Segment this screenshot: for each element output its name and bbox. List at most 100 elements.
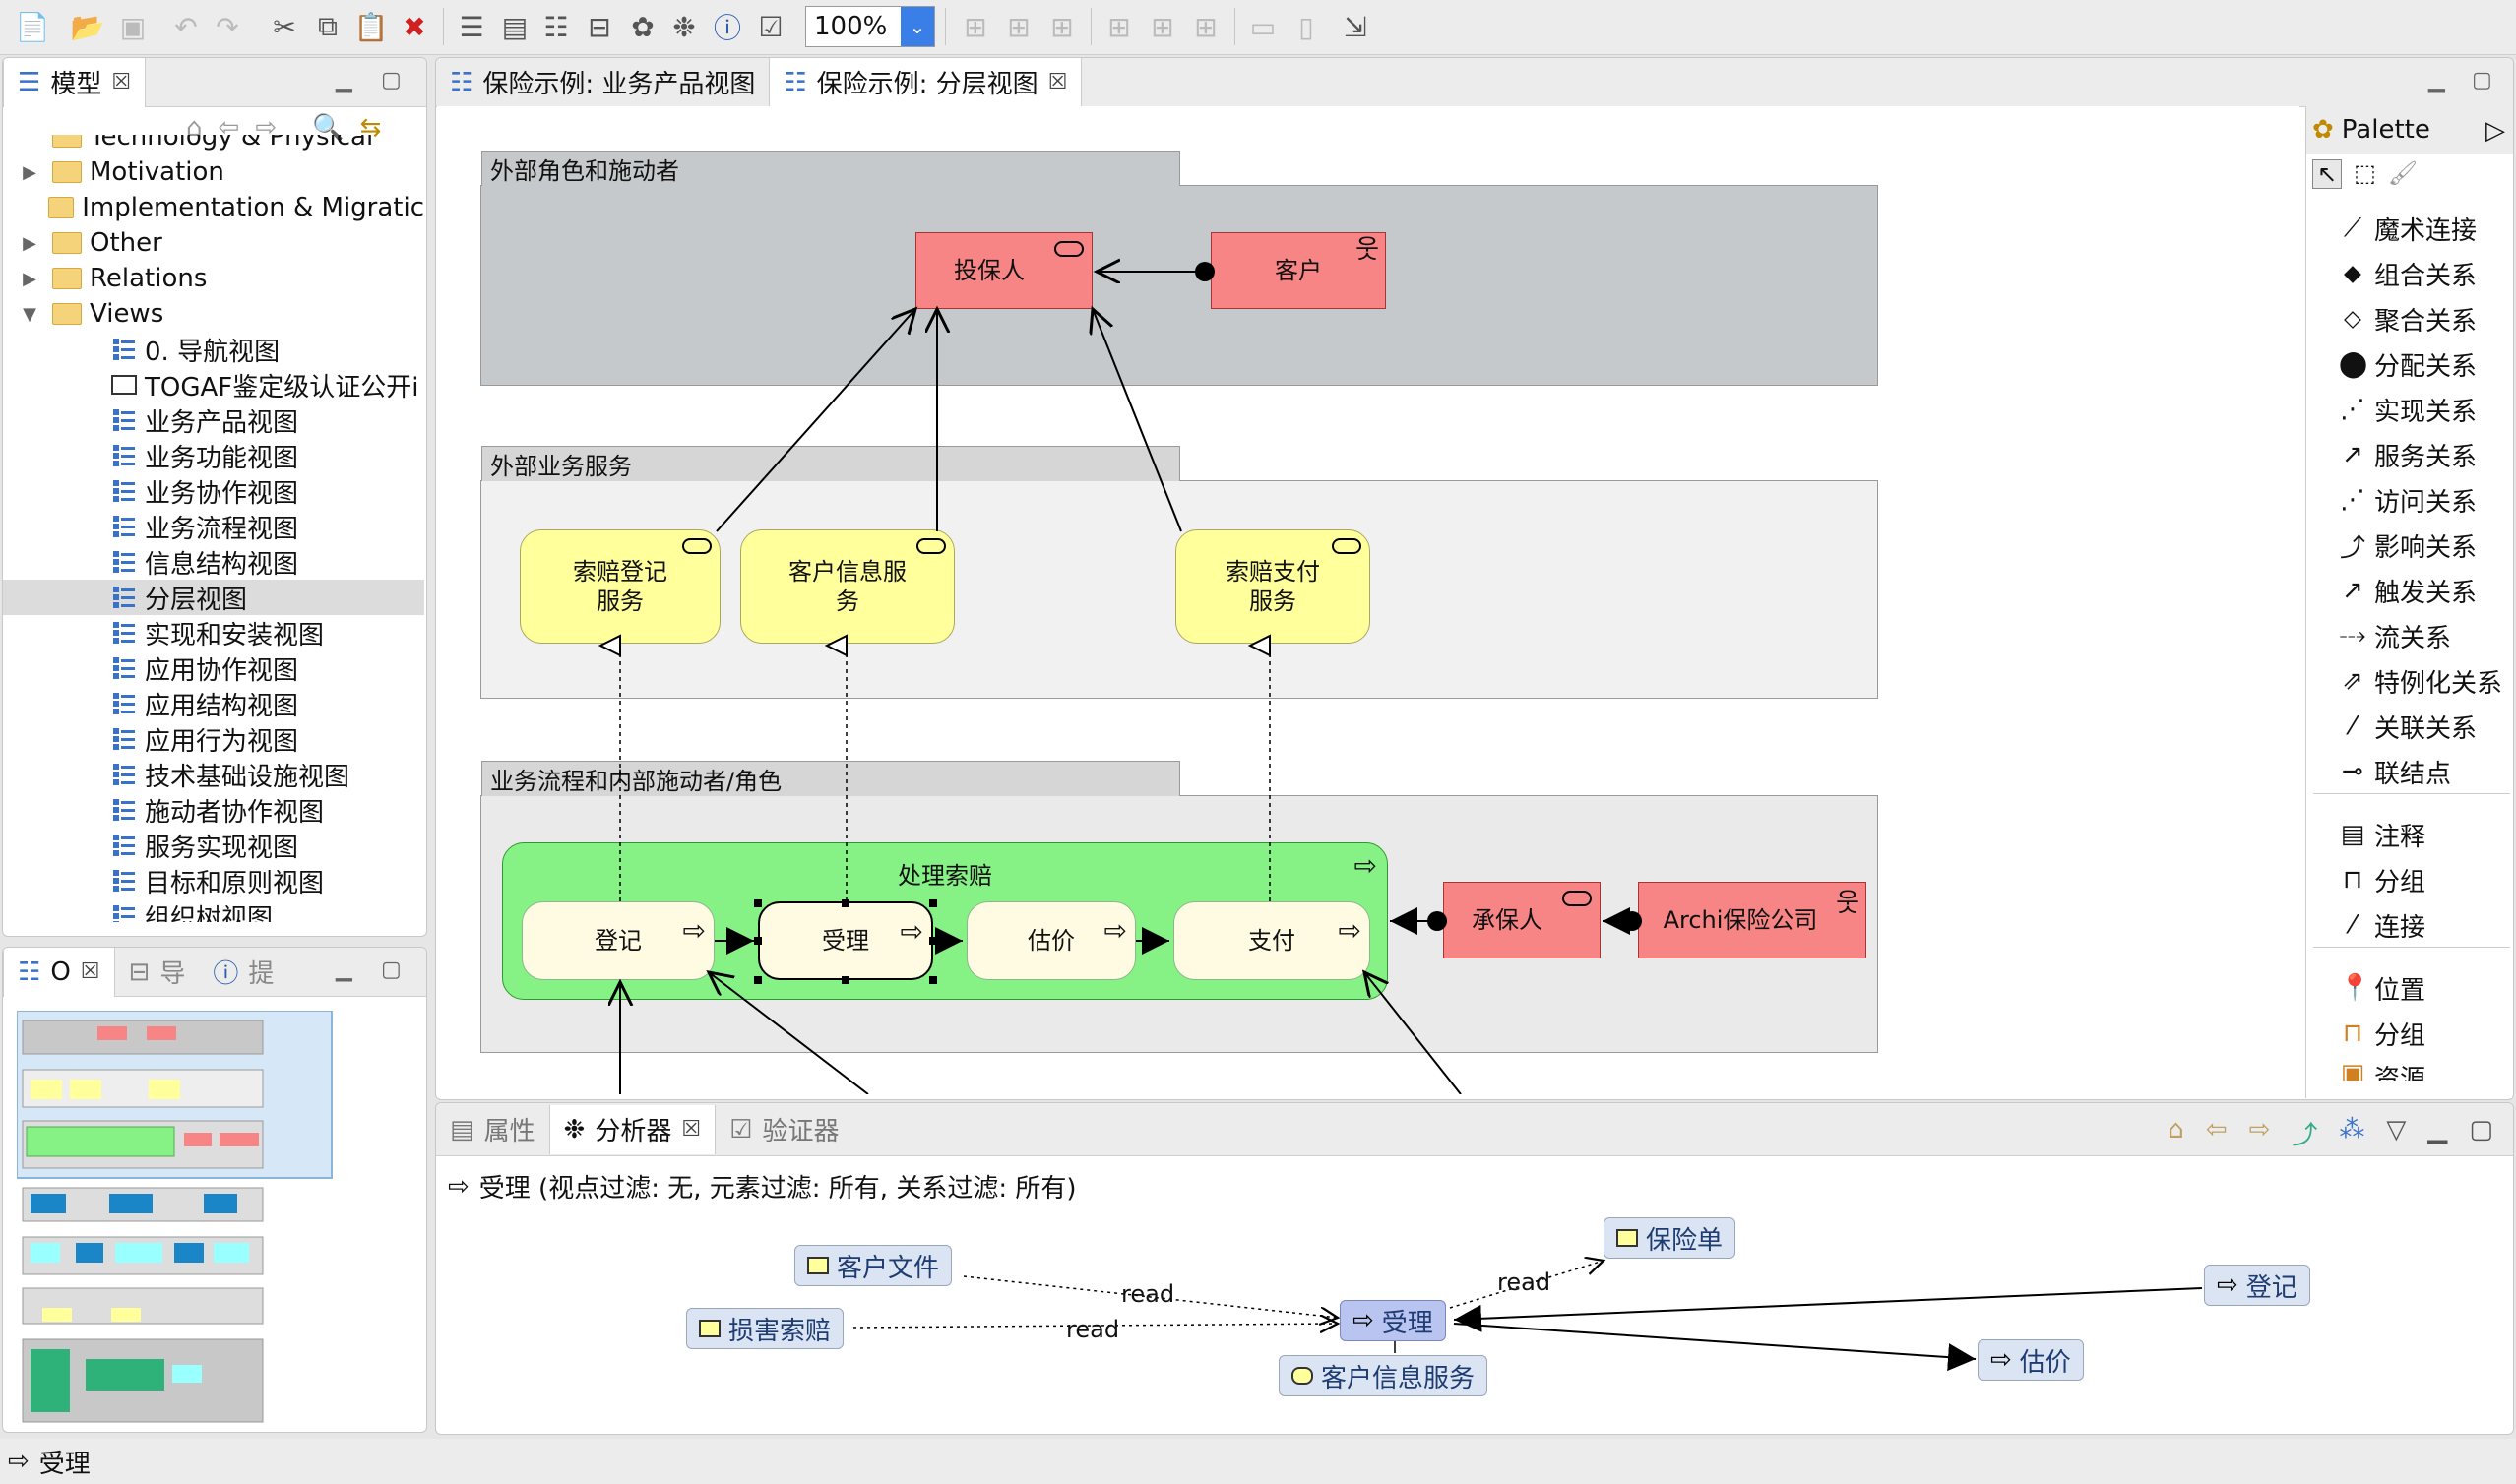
validator-icon[interactable]: ☑: [758, 10, 784, 43]
tree-item[interactable]: ▶Motivation: [3, 155, 424, 190]
minimize-icon[interactable]: ▁: [336, 68, 352, 93]
tree-item[interactable]: 服务实现视图: [3, 828, 424, 863]
element-insurer[interactable]: 承保人: [1443, 882, 1601, 958]
tree-item[interactable]: 技术基础设施视图: [3, 757, 424, 792]
tree-item[interactable]: 组织树视图: [3, 898, 424, 922]
palette-item[interactable]: ↗触发关系: [2339, 571, 2477, 610]
tree-item[interactable]: ▶Implementation & Migratic: [3, 190, 424, 225]
forward-icon[interactable]: ⇨: [255, 113, 278, 143]
palette-item[interactable]: ⟋魔术连接: [2339, 209, 2477, 248]
element-insurance-company[interactable]: Archi保险公司 웃: [1638, 882, 1866, 958]
minimize-icon[interactable]: ▁: [2427, 1115, 2448, 1144]
element-register[interactable]: 登记 ⇨: [522, 901, 715, 980]
palette-item[interactable]: ⤏流关系: [2339, 616, 2451, 655]
home-icon[interactable]: ⌂: [2168, 1115, 2184, 1144]
maximize-icon[interactable]: ▢: [2472, 68, 2492, 93]
tab-business-product-view[interactable]: ☷ 保险示例: 业务产品视图: [436, 58, 769, 107]
chevron-down-icon[interactable]: ⌄: [901, 7, 934, 46]
align-top-icon[interactable]: ⊞: [1107, 10, 1131, 43]
palette-item[interactable]: 📍位置: [2339, 968, 2425, 1008]
tab-analyzer[interactable]: ❉ 分析器 ☒: [548, 1104, 717, 1154]
analyzer-icon[interactable]: ❉: [672, 10, 696, 43]
close-icon[interactable]: ☒: [80, 959, 100, 984]
element-valuate[interactable]: 估价 ⇨: [967, 901, 1136, 980]
palette-item[interactable]: ⇗特例化关系: [2339, 661, 2502, 701]
default-size-icon[interactable]: ⇲: [1344, 10, 1367, 43]
close-icon[interactable]: ☒: [681, 1117, 702, 1142]
close-icon[interactable]: ☒: [111, 70, 132, 94]
palette-item[interactable]: ⋰访问关系: [2339, 480, 2477, 520]
palette-item[interactable]: ⁄连接: [2339, 905, 2425, 945]
pointer-icon[interactable]: ↖: [2312, 159, 2343, 189]
palette-item[interactable]: ⬥组合关系: [2339, 254, 2477, 293]
tree-item[interactable]: 0. 导航视图: [3, 332, 424, 367]
model-tree-icon[interactable]: ☰: [459, 10, 484, 43]
palette-item[interactable]: ⋰实现关系: [2339, 390, 2477, 429]
tab-layered-view[interactable]: ☷ 保险示例: 分层视图 ☒: [769, 58, 1083, 107]
diagram-canvas[interactable]: 外部角色和施动者 外部业务服务 业务流程和内部施动者/角色 投保人 客户 웃 索…: [437, 106, 2299, 1094]
palette-item[interactable]: ⬦聚合关系: [2339, 299, 2477, 339]
align-right-icon[interactable]: ⊞: [1050, 10, 1074, 43]
layout-icon[interactable]: ⁂: [2339, 1115, 2365, 1144]
tab-model[interactable]: ☰ 模型 ☒: [3, 58, 147, 107]
tree-item[interactable]: 业务协作视图: [3, 473, 424, 509]
tab-outline[interactable]: ☷ O ☒: [3, 948, 115, 997]
home-icon[interactable]: ⌂: [186, 113, 203, 143]
format-painter-icon[interactable]: 🖌: [2387, 159, 2419, 187]
element-policyholder[interactable]: 投保人: [915, 232, 1093, 309]
tree-item[interactable]: 业务功能视图: [3, 438, 424, 473]
save-icon[interactable]: ▣: [119, 10, 147, 43]
group-external-roles[interactable]: 外部角色和施动者: [480, 151, 1878, 386]
tree-item[interactable]: 实现和安装视图: [3, 615, 424, 650]
tree-item[interactable]: 信息结构视图: [3, 544, 424, 580]
tree-item[interactable]: 应用协作视图: [3, 650, 424, 686]
outline-icon[interactable]: ☷: [543, 10, 569, 43]
chevron-right-icon[interactable]: ▶: [23, 268, 36, 289]
palette-item[interactable]: ▤注释: [2339, 815, 2425, 854]
back-icon[interactable]: ⇦: [2205, 1115, 2228, 1144]
tree-item[interactable]: ▶Other: [3, 225, 424, 261]
tree-item[interactable]: 业务流程视图: [3, 509, 424, 544]
tree-item[interactable]: 分层视图: [3, 580, 424, 615]
tree-item[interactable]: ▶Technology & Physical: [3, 135, 424, 155]
match-height-icon[interactable]: ▯: [1298, 10, 1314, 43]
link-icon[interactable]: ⇆: [359, 113, 382, 143]
paste-icon[interactable]: 📋: [353, 10, 389, 43]
forward-icon[interactable]: ⇨: [2248, 1115, 2271, 1144]
palette-item[interactable]: ↗服务关系: [2339, 435, 2477, 474]
chevron-right-icon[interactable]: ▷: [2485, 116, 2505, 146]
element-pay[interactable]: 支付 ⇨: [1173, 901, 1370, 980]
new-icon[interactable]: 📄: [15, 10, 50, 43]
tree-item[interactable]: 业务产品视图: [3, 402, 424, 438]
analyzer-node-valuate[interactable]: ⇨ 估价: [1978, 1339, 2084, 1381]
minimize-icon[interactable]: ▁: [336, 958, 352, 982]
minimize-icon[interactable]: ▁: [2428, 68, 2445, 93]
palette-item[interactable]: ⊸联结点: [2339, 752, 2451, 791]
analyzer-node-damage-claim[interactable]: 损害索赔: [686, 1308, 845, 1349]
delete-icon[interactable]: ✖: [403, 10, 426, 43]
analyzer-node-customer-file[interactable]: 客户文件: [794, 1245, 953, 1286]
zoom-combo[interactable]: 100% ⌄: [805, 6, 935, 47]
align-left-icon[interactable]: ⊞: [964, 10, 987, 43]
tab-navigator[interactable]: ⊟ 导: [115, 948, 200, 997]
analyzer-node-register[interactable]: ⇨ 登记: [2204, 1265, 2310, 1306]
tree-item[interactable]: 应用结构视图: [3, 686, 424, 721]
tree-item[interactable]: 目标和原则视图: [3, 863, 424, 898]
tab-hints[interactable]: ⓘ 提: [199, 948, 287, 997]
palette-item[interactable]: ⁄关联关系: [2339, 707, 2477, 746]
search-icon[interactable]: 🔍: [312, 113, 345, 143]
palette-item[interactable]: ⬤分配关系: [2339, 344, 2477, 384]
palette-item[interactable]: ⤴影响关系: [2339, 526, 2477, 565]
tree-item[interactable]: ▶Relations: [3, 261, 424, 296]
align-center-icon[interactable]: ⊞: [1007, 10, 1031, 43]
chevron-right-icon[interactable]: ▶: [23, 232, 36, 254]
tree-item[interactable]: ▼Views: [3, 296, 424, 332]
palette-item[interactable]: ⊓分组: [2339, 860, 2425, 899]
marquee-icon[interactable]: ⬚: [2354, 159, 2376, 187]
analyzer-node-policy[interactable]: 保险单: [1604, 1217, 1736, 1259]
maximize-icon[interactable]: ▢: [2469, 1115, 2493, 1144]
maximize-icon[interactable]: ▢: [381, 958, 402, 982]
align-middle-icon[interactable]: ⊞: [1151, 10, 1174, 43]
properties-icon[interactable]: ▤: [501, 10, 529, 43]
element-claim-payment-service[interactable]: 索赔支付服务: [1175, 529, 1370, 644]
